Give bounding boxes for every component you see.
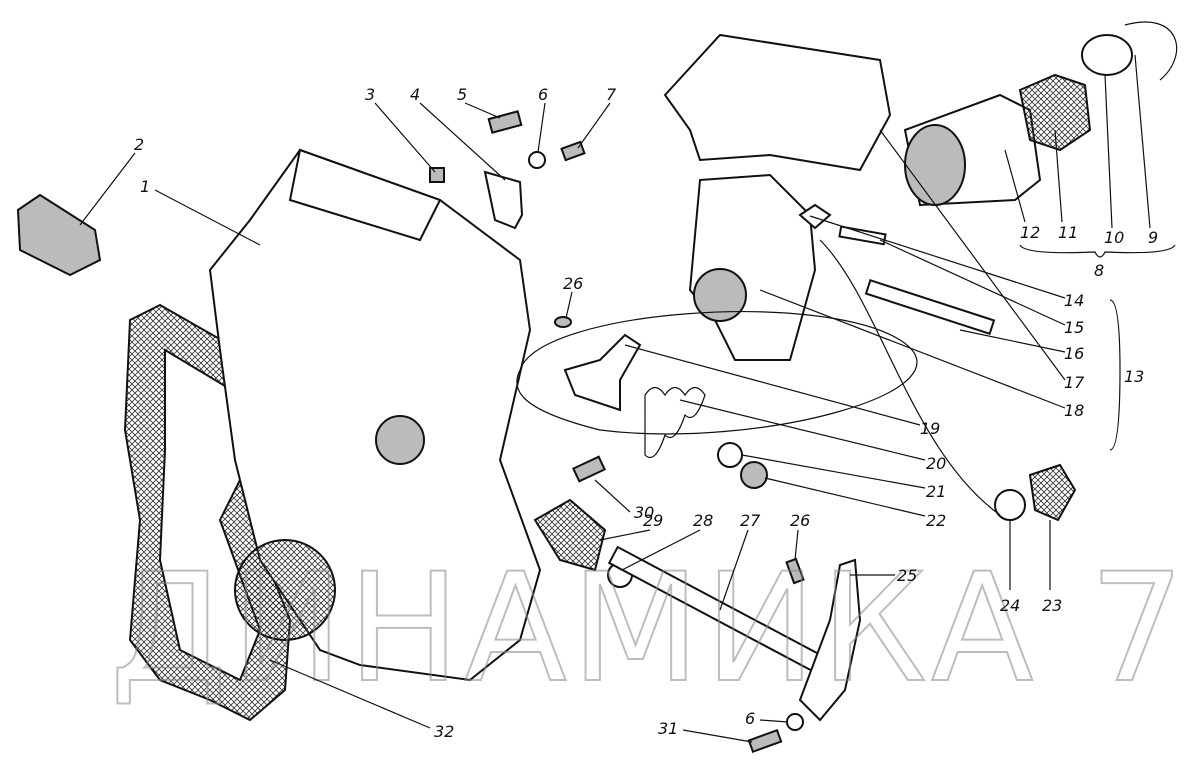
label-2: 2 [134, 135, 144, 154]
label-7: 7 [606, 85, 617, 104]
label-27: 27 [740, 511, 761, 530]
plug-part [16, 193, 102, 277]
label-23: 23 [1042, 596, 1062, 615]
bracket-part [688, 173, 817, 361]
label-26: 26 [563, 274, 583, 293]
label-21: 21 [926, 482, 946, 501]
label-11: 11 [1058, 223, 1078, 242]
watermark: ДИНАМИКА 76 [110, 542, 1197, 716]
part-labels: 1 2 3 4 5 6 7 8 9 10 11 12 13 14 15 16 1… [134, 85, 1158, 741]
leader-lines [79, 54, 1176, 743]
label-15: 15 [1064, 318, 1084, 337]
label-6: 6 [538, 85, 548, 104]
label-26: 26 [790, 511, 810, 530]
label-24: 24 [1000, 596, 1020, 615]
lever-part [663, 33, 892, 172]
label-12: 12 [1020, 223, 1040, 242]
label-8: 8 [1094, 261, 1104, 280]
label-10: 10 [1104, 228, 1124, 247]
label-17: 17 [1064, 373, 1085, 392]
label-20: 20 [926, 454, 946, 473]
label-4: 4 [410, 85, 420, 104]
label-19: 19 [920, 419, 940, 438]
label-28: 28 [693, 511, 713, 530]
label-3: 3 [365, 85, 375, 104]
label-32: 32 [434, 722, 454, 741]
label-18: 18 [1064, 401, 1084, 420]
label-16: 16 [1064, 344, 1084, 363]
label-29: 29 [643, 511, 663, 530]
label-5: 5 [457, 85, 467, 104]
label-25: 25 [897, 566, 917, 585]
label-13: 13 [1124, 367, 1144, 386]
label-31: 31 [658, 719, 678, 738]
label-6: 6 [745, 709, 755, 728]
label-22: 22 [926, 511, 946, 530]
label-14: 14 [1064, 291, 1084, 310]
label-30: 30 [634, 503, 654, 522]
label-9: 9 [1148, 228, 1158, 247]
label-1: 1 [140, 177, 150, 196]
